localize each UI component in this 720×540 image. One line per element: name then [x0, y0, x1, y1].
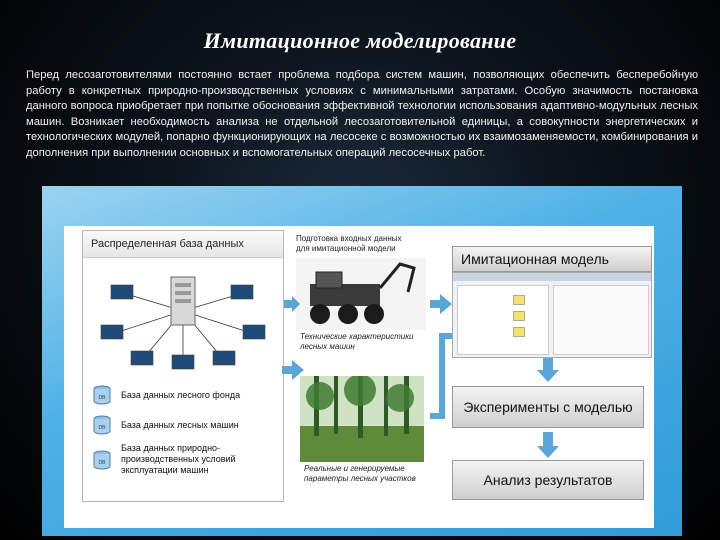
- intro-paragraph: Перед лесозаготовителями постоянно встае…: [26, 69, 698, 159]
- database-network-illustration: [100, 276, 266, 370]
- input-prep-label: Подготовка входных данных для имитационн…: [296, 234, 402, 253]
- simulation-model-screen: [452, 272, 652, 358]
- database-icon: DB: [93, 450, 111, 469]
- experiments-box: Эксперименты с моделью: [452, 386, 644, 428]
- database-icon: DB: [93, 385, 111, 405]
- arrow-model-to-experiments: [537, 356, 559, 382]
- arrow-experiments-to-analysis: [537, 432, 559, 458]
- forest-machine-image: [296, 258, 426, 330]
- arrow-prep-to-model: [430, 294, 452, 314]
- diagram-panel: Распределенная база данных: [42, 186, 682, 536]
- machine-caption: Технические характеристики лесных машин: [300, 332, 414, 351]
- database-icon: DB: [93, 415, 111, 435]
- db-item-label: База данных лесных машин: [121, 419, 239, 430]
- db-item-label: База данных лесного фонда: [121, 389, 241, 400]
- server-icon: [170, 276, 196, 326]
- db-item-machines: DB База данных лесных машин: [93, 415, 239, 435]
- forest-caption: Реальные и генерируемые параметры лесных…: [304, 464, 416, 483]
- db-item-forest-fund: DB База данных лесного фонда: [93, 385, 240, 405]
- distributed-db-box: Распределенная база данных: [82, 230, 284, 502]
- arrow-forest-to-model: [430, 333, 452, 419]
- simulation-model-header: Имитационная модель: [452, 246, 652, 272]
- db-icon-label: DB: [99, 395, 107, 401]
- diagram-canvas: Распределенная база данных: [64, 226, 654, 528]
- db-item-label: База данных природно-производственных ус…: [121, 443, 236, 475]
- db-icon-label: DB: [99, 460, 107, 466]
- arrow-db-to-forest: [282, 360, 304, 380]
- analysis-box: Анализ результатов: [452, 460, 644, 500]
- db-icon-label: DB: [99, 425, 107, 431]
- db-item-conditions: DB База данных природно-производственных…: [93, 443, 273, 476]
- distributed-db-title: Распределенная база данных: [83, 231, 283, 258]
- flow-arrows: [282, 294, 559, 458]
- arrow-db-to-prep: [284, 296, 300, 312]
- forest-photo: [300, 376, 424, 462]
- slide-title: Имитационное моделирование: [203, 28, 517, 53]
